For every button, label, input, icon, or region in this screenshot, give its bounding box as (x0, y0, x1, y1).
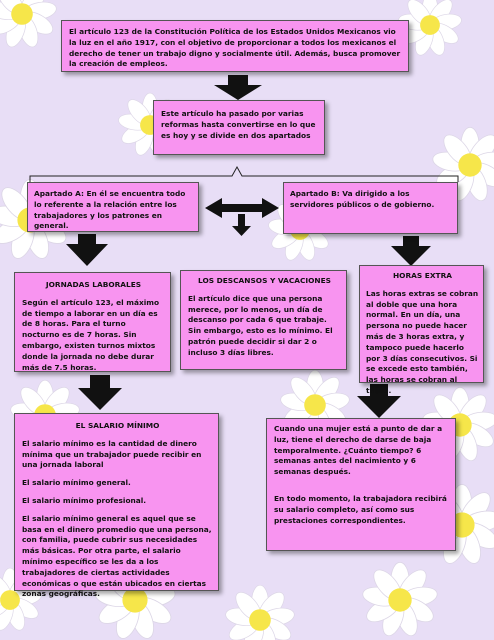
salario-p3: El salario mínimo profesional. (22, 495, 147, 505)
jornadas-title: JORNADAS LABORALES (45, 280, 142, 289)
descansos-text: El artículo dice que una persona merece,… (188, 293, 333, 357)
salario-box: EL SALARIO MÍNIMO El salario mínimo es l… (14, 413, 219, 598)
jornadas-text: Según el artículo 123, el máximo de tiem… (22, 297, 160, 372)
salario-title: EL SALARIO MÍNIMO (75, 421, 160, 430)
apartado-b-text: Apartado B: Va dirigido a los servidores… (290, 189, 435, 209)
maternidad-p2: En todo momento, la trabajadora recibirá… (274, 493, 447, 525)
salario-p1: El salario mínimo es la cantidad de dine… (22, 438, 202, 470)
intro-text: El artículo 123 de la Constitución Polít… (69, 27, 401, 69)
horas-extra-text: Las horas extras se cobran al doble que … (366, 288, 479, 395)
reforms-box: Este artículo ha pasado por varias refor… (153, 100, 325, 155)
intro-box: El artículo 123 de la Constitución Polít… (61, 20, 409, 72)
apartado-b-box: Apartado B: Va dirigido a los servidores… (283, 182, 458, 234)
salario-p4: El salario mínimo general es aquel que s… (22, 513, 212, 599)
descansos-title: LOS DESCANSOS Y VACACIONES (198, 276, 331, 285)
maternidad-box: Cuando una mujer está a punto de dar a l… (266, 418, 456, 551)
maternidad-p1: Cuando una mujer está a punto de dar a l… (274, 424, 443, 477)
jornadas-box: JORNADAS LABORALES Según el artículo 123… (14, 272, 171, 372)
apartado-a-box: Apartado A: En él se encuentra todo lo r… (27, 182, 199, 232)
salario-p2: El salario mínimo general. (22, 478, 131, 488)
horas-extra-box: HORAS EXTRA Las horas extras se cobran a… (359, 265, 484, 395)
descansos-box: LOS DESCANSOS Y VACACIONES El artículo d… (180, 270, 347, 370)
apartado-a-text: Apartado A: En él se encuentra todo lo r… (34, 189, 186, 231)
horas-extra-title: HORAS EXTRA (393, 271, 452, 280)
reforms-text: Este artículo ha pasado por varias refor… (161, 109, 316, 140)
